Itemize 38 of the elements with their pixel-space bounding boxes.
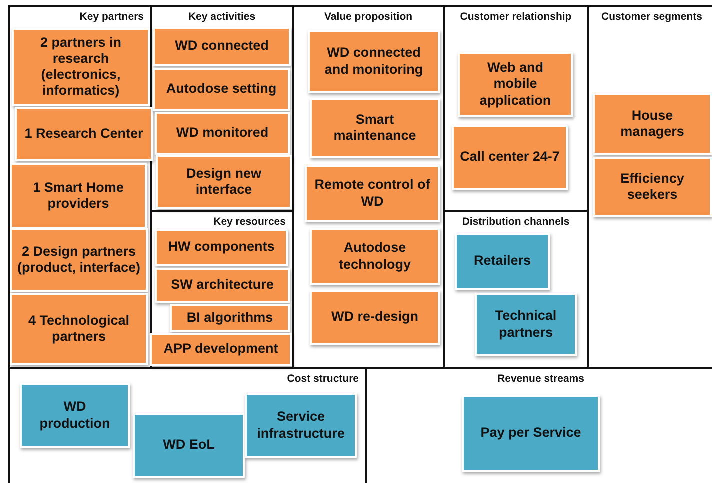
sticky-note: 2 partners in research (electronics, informatics): [12, 28, 150, 106]
sticky-note: Design new interface: [156, 155, 292, 209]
sticky-note: WD connected and monitoring: [308, 30, 440, 93]
sticky-note: Smart maintenance: [310, 98, 440, 158]
sticky-note: Retailers: [455, 233, 550, 290]
sticky-note: WD monitored: [155, 112, 290, 155]
canvas-section: [8, 5, 152, 369]
sticky-note: Remote control of WD: [305, 165, 440, 222]
sticky-note: 2 Design partners (product, interface): [10, 228, 148, 292]
sticky-note: Technical partners: [475, 293, 577, 356]
section-heading: Distribution channels: [461, 216, 571, 228]
section-heading: Key resources: [214, 216, 286, 228]
sticky-note: WD connected: [153, 27, 291, 66]
sticky-note: Service infrastructure: [245, 393, 357, 458]
sticky-note: Web and mobile application: [458, 52, 573, 117]
sticky-note: BI algorithms: [170, 304, 290, 332]
sticky-note: Autodose setting: [153, 68, 290, 111]
section-heading: Customer relationship: [459, 11, 573, 23]
sticky-note: Autodose technology: [310, 228, 440, 285]
sticky-note: APP development: [150, 333, 292, 366]
sticky-note: SW architecture: [155, 268, 290, 303]
sticky-note: 4 Technological partners: [10, 293, 148, 365]
sticky-note: WD EoL: [133, 413, 245, 478]
sticky-note: Call center 24-7: [452, 125, 568, 190]
sticky-note: Pay per Service: [462, 395, 600, 472]
sticky-note: WD production: [20, 383, 130, 448]
section-heading: Value proposition: [323, 11, 414, 23]
section-heading: Revenue streams: [496, 373, 586, 385]
sticky-note: WD re-design: [310, 290, 440, 345]
sticky-note: 1 Smart Home providers: [10, 163, 147, 229]
sticky-note: 1 Research Center: [15, 107, 153, 161]
sticky-note: HW components: [155, 229, 288, 266]
section-heading: Key partners: [80, 11, 144, 23]
section-heading: Cost structure: [287, 373, 359, 385]
sticky-note: Efficiency seekers: [593, 157, 712, 217]
sticky-note: House managers: [593, 93, 712, 155]
section-heading: Key activities: [187, 11, 257, 23]
section-heading: Customer segments: [600, 11, 704, 23]
